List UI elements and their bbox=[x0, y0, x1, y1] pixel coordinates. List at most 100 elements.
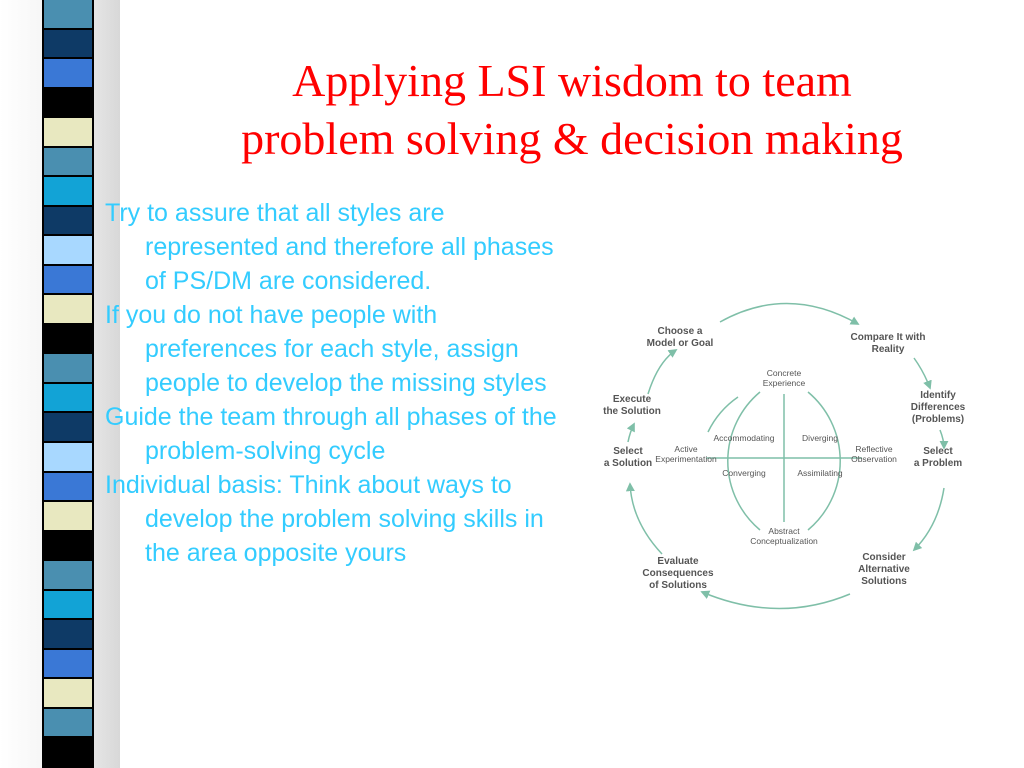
bar-stripe bbox=[44, 147, 92, 178]
cycle-arrow bbox=[700, 590, 851, 610]
label-line: Abstract bbox=[768, 526, 800, 536]
label-line: Execute bbox=[613, 394, 652, 405]
cycle-arrow bbox=[913, 357, 932, 390]
label-line: a Solution bbox=[604, 458, 652, 469]
label-line: Observation bbox=[851, 454, 897, 464]
label-line: Conceptualization bbox=[750, 536, 818, 546]
label-line: Compare It with bbox=[850, 332, 925, 343]
bar-stripe bbox=[44, 236, 92, 266]
bar-stripe bbox=[44, 354, 92, 384]
label-line: (Problems) bbox=[912, 414, 964, 425]
label-line: Diverging bbox=[802, 433, 838, 443]
bullet-list: Try to assure that all styles are repres… bbox=[105, 196, 565, 570]
bar-stripe bbox=[44, 738, 92, 768]
bar-stripe bbox=[44, 383, 92, 414]
cycle-arrow bbox=[626, 422, 635, 443]
quadrant-assimilating: Assimilating bbox=[797, 468, 843, 478]
label-line: Experimentation bbox=[655, 454, 717, 464]
label-line: a Problem bbox=[914, 458, 962, 469]
inner-arc-top-left bbox=[707, 396, 739, 433]
label-line: Experience bbox=[763, 378, 806, 388]
cycle-arrow bbox=[939, 429, 949, 450]
inner-arc-right bbox=[807, 391, 841, 531]
bar-stripe bbox=[44, 29, 92, 60]
label-line: Select bbox=[613, 446, 643, 457]
bullet-item: If you do not have people with preferenc… bbox=[105, 301, 547, 397]
label-line: Reflective bbox=[855, 444, 893, 454]
label-line: Identify bbox=[920, 390, 956, 401]
bar-stripe bbox=[44, 177, 92, 207]
learning-styles-circle bbox=[706, 391, 862, 531]
label-line: Reality bbox=[872, 344, 905, 355]
label-line: of Solutions bbox=[649, 580, 707, 591]
label-line: Consider bbox=[862, 552, 905, 563]
title-line-1: Applying LSI wisdom to team bbox=[292, 55, 852, 106]
label-line: Alternative bbox=[858, 564, 910, 575]
slide-title: Applying LSI wisdom to team problem solv… bbox=[130, 52, 1014, 168]
bar-stripe bbox=[44, 88, 92, 119]
label-line: Choose a bbox=[657, 326, 702, 337]
cycle-arrow bbox=[625, 482, 663, 555]
title-line-2: problem solving & decision making bbox=[241, 113, 903, 164]
bullet-item: Try to assure that all styles are repres… bbox=[105, 199, 554, 295]
bullet-item: Guide the team through all phases of the… bbox=[105, 403, 557, 465]
bar-stripe bbox=[44, 265, 92, 296]
bar-stripe bbox=[44, 561, 92, 591]
striped-bar bbox=[42, 0, 94, 768]
label-line: Model or Goal bbox=[647, 338, 714, 349]
label-line: Active bbox=[674, 444, 697, 454]
bullet-item: Individual basis: Think about ways to de… bbox=[105, 471, 544, 567]
label-line: Select bbox=[923, 446, 953, 457]
bar-stripe bbox=[44, 620, 92, 650]
bar-stripe bbox=[44, 0, 92, 30]
bar-stripe bbox=[44, 472, 92, 503]
cycle-arrow bbox=[647, 349, 678, 395]
bar-stripe bbox=[44, 590, 92, 621]
label-line: Evaluate bbox=[657, 556, 699, 567]
bar-stripe bbox=[44, 206, 92, 237]
label-line: the Solution bbox=[603, 406, 661, 417]
outer-cycle-arrows bbox=[625, 302, 949, 610]
bar-stripe bbox=[44, 502, 92, 532]
bar-stripe bbox=[44, 442, 92, 473]
inner-arc-left bbox=[727, 391, 761, 531]
cycle-arrow bbox=[912, 487, 945, 552]
label-line: Converging bbox=[722, 468, 766, 478]
bar-stripe bbox=[44, 649, 92, 680]
bar-stripe bbox=[44, 708, 92, 739]
quadrant-accommodating: Accommodating bbox=[714, 433, 775, 443]
decorative-side-bar bbox=[0, 0, 120, 768]
label-line: Solutions bbox=[861, 576, 907, 587]
quadrant-converging: Converging bbox=[722, 468, 766, 478]
bar-stripe bbox=[44, 324, 92, 355]
bar-stripe bbox=[44, 118, 92, 148]
label-line: Differences bbox=[911, 402, 966, 413]
label-line: Consequences bbox=[642, 568, 714, 579]
label-line: Concrete bbox=[767, 368, 802, 378]
cycle-arrow bbox=[719, 302, 860, 325]
bar-stripe bbox=[44, 679, 92, 709]
bar-stripe bbox=[44, 413, 92, 443]
label-line: Accommodating bbox=[714, 433, 775, 443]
bar-stripe bbox=[44, 59, 92, 89]
quadrant-diverging: Diverging bbox=[802, 433, 838, 443]
bar-stripe bbox=[44, 531, 92, 562]
bar-stripe bbox=[44, 295, 92, 325]
label-line: Assimilating bbox=[797, 468, 843, 478]
